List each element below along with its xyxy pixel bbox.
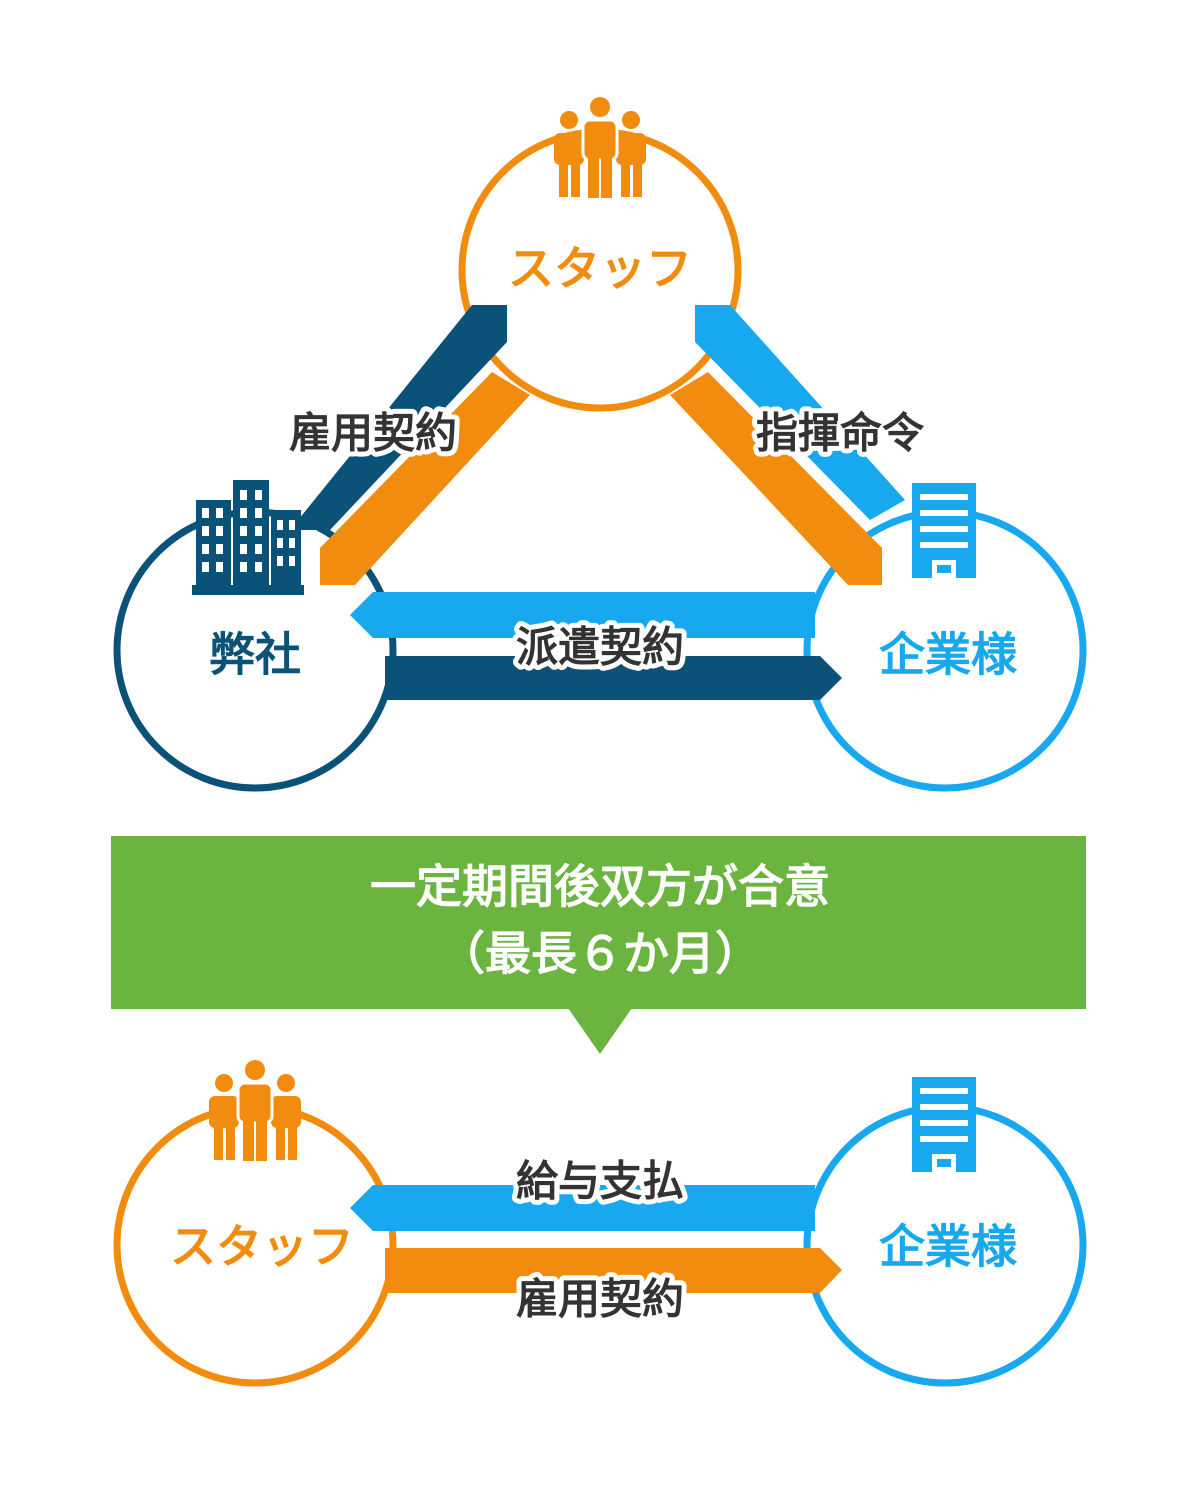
- salary-arrow-to-staff: [350, 1185, 815, 1231]
- client-label-bottom: 企業様: [879, 1220, 1018, 1274]
- salary-payment-label: 給与支払: [516, 1157, 684, 1206]
- people-icon: [554, 97, 646, 198]
- direction-order-label: 指揮命令: [756, 409, 925, 458]
- employment-contract-label-bottom: 雇用契約: [516, 1275, 684, 1324]
- building-icon: [912, 483, 976, 578]
- building-icon: [912, 1077, 976, 1172]
- banner-line-2: （最長６か月）: [439, 927, 761, 981]
- staff-label: スタッフ: [508, 242, 692, 296]
- banner-line-1: 一定期間後双方が合意: [370, 860, 830, 914]
- employment-arrow-company-to-staff: [290, 305, 507, 530]
- staff-label-bottom: スタッフ: [170, 1220, 354, 1274]
- client-label: 企業様: [879, 628, 1018, 682]
- office-building-icon: [192, 480, 304, 595]
- people-icon: [209, 1060, 301, 1161]
- employment-arrow-staff-to-company: [320, 372, 530, 585]
- dispatch-arrow-to-company: [350, 592, 815, 638]
- agreement-banner: 一定期間後双方が合意 （最長６か月）: [111, 836, 1086, 1054]
- our-company-label: 弊社: [209, 628, 301, 682]
- employment-arrow-to-client: [385, 1248, 842, 1293]
- employment-contract-label: 雇用契約: [289, 409, 457, 458]
- dispatch-contract-label: 派遣契約: [516, 623, 684, 672]
- direction-arrow-client-to-staff: [695, 305, 905, 520]
- direction-arrow-staff-to-client: [670, 372, 882, 585]
- dispatch-arrow-to-client: [385, 656, 842, 700]
